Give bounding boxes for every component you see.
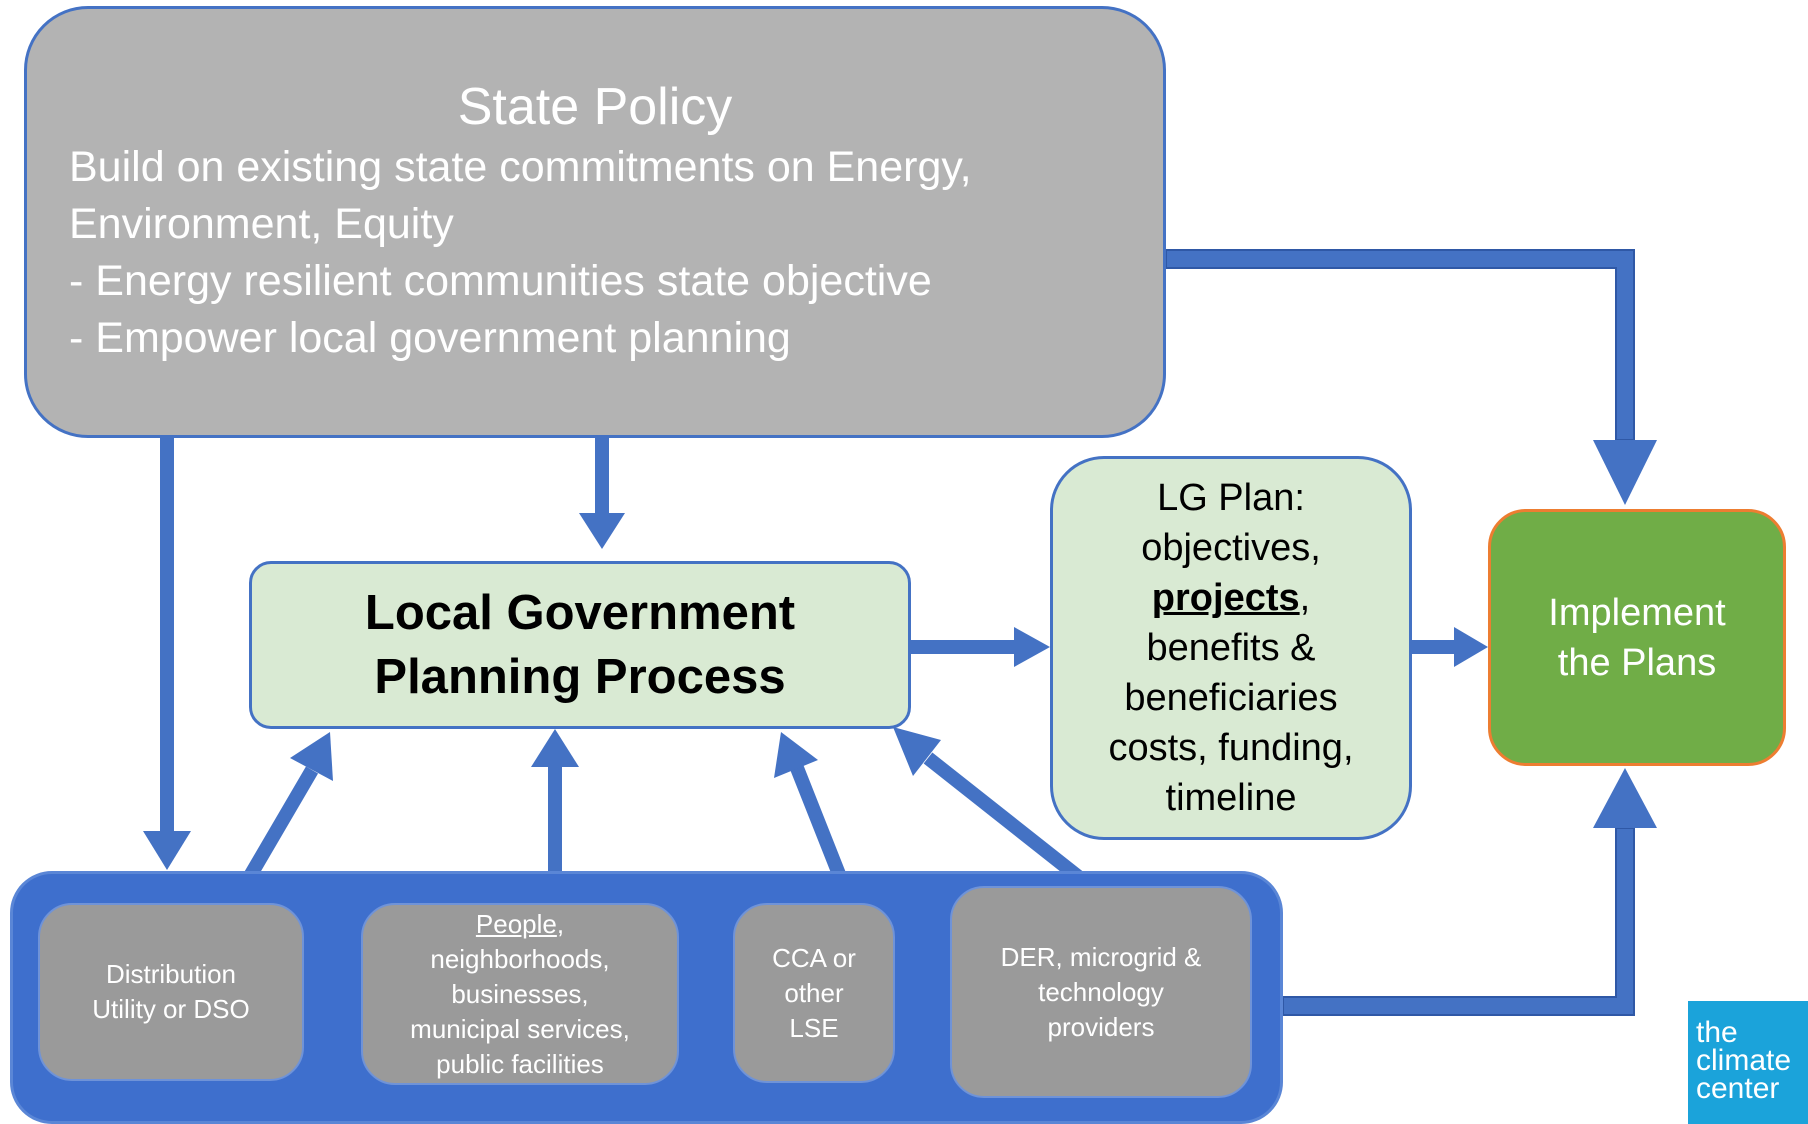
arrow-state-to-lgpp <box>579 436 625 549</box>
lgpp-line: Local Government <box>364 586 796 640</box>
stakeholder-line: municipal services, <box>410 1013 630 1044</box>
state-policy-box: State Policy Build on existing state com… <box>24 6 1166 438</box>
stakeholder-line: Utility or DSO <box>92 994 250 1024</box>
stakeholder-line: technology <box>1038 976 1164 1007</box>
lg-plan-line: objectives, <box>1141 527 1321 569</box>
stakeholder-utility: Distribution Utility or DSO <box>38 903 304 1081</box>
stakeholder-line: public facilities <box>436 1048 604 1079</box>
lg-plan-box: LG Plan: objectives, projects, benefits … <box>1050 456 1412 840</box>
state-policy-title: State Policy <box>457 78 733 136</box>
lg-plan-line: costs, funding, <box>1108 727 1354 769</box>
arrow-state-to-implement <box>1165 249 1657 505</box>
arrow-stakeholders-to-implement <box>1282 768 1657 1016</box>
arrow-lgpp-to-lgplan <box>911 627 1050 667</box>
lg-plan-projects: projects <box>1151 577 1300 619</box>
lg-plan-line: beneficiaries <box>1124 677 1338 719</box>
lg-planning-process-box: Local Government Planning Process <box>249 561 911 729</box>
stakeholder-line: providers <box>1047 1011 1155 1042</box>
stakeholder-line: Distribution <box>105 959 237 989</box>
logo-line: the <box>1696 1016 1738 1049</box>
lgpp-line: Planning Process <box>374 650 786 704</box>
stakeholder-line: DER, microgrid & <box>1000 941 1202 972</box>
stakeholder-der: DER, microgrid & technology providers <box>950 886 1252 1098</box>
stakeholder-cca: CCA or other LSE <box>733 903 895 1083</box>
arrow-state-to-utility <box>143 436 191 870</box>
lg-plan-line: LG Plan: <box>1157 477 1305 519</box>
implement-box: Implement the Plans <box>1488 509 1786 766</box>
stakeholder-line: other <box>784 977 844 1008</box>
lg-plan-line: projects, <box>1152 573 1310 623</box>
stakeholder-line: CCA or <box>772 942 856 973</box>
logo-line: climate <box>1696 1044 1792 1077</box>
implement-line: the Plans <box>1557 641 1717 684</box>
state-policy-line: Environment, Equity <box>69 200 454 248</box>
state-policy-line: - Energy resilient communities state obj… <box>69 257 932 305</box>
implement-line: Implement <box>1548 591 1726 634</box>
lg-plan-line: benefits & <box>1146 627 1316 669</box>
arrow-people-to-lgpp <box>531 729 579 902</box>
state-policy-line: - Empower local government planning <box>69 314 791 362</box>
stakeholder-line: businesses, <box>451 978 589 1009</box>
arrow-lgplan-to-implement <box>1412 627 1488 667</box>
people-label: People <box>475 908 557 939</box>
people-comma: , <box>556 908 565 939</box>
climate-center-logo: the climate center <box>1688 1001 1808 1124</box>
stakeholder-line: People, <box>476 907 564 942</box>
stakeholder-line: neighborhoods, <box>430 943 610 974</box>
state-policy-line: Build on existing state commitments on E… <box>69 143 972 191</box>
arrow-der-to-lgpp <box>893 727 1095 892</box>
lg-plan-line: timeline <box>1165 777 1297 819</box>
lg-plan-comma: , <box>1299 577 1311 619</box>
logo-line: center <box>1696 1072 1780 1105</box>
stakeholder-line: LSE <box>789 1012 839 1043</box>
stakeholder-people: People, neighborhoods, businesses, munic… <box>361 903 679 1085</box>
